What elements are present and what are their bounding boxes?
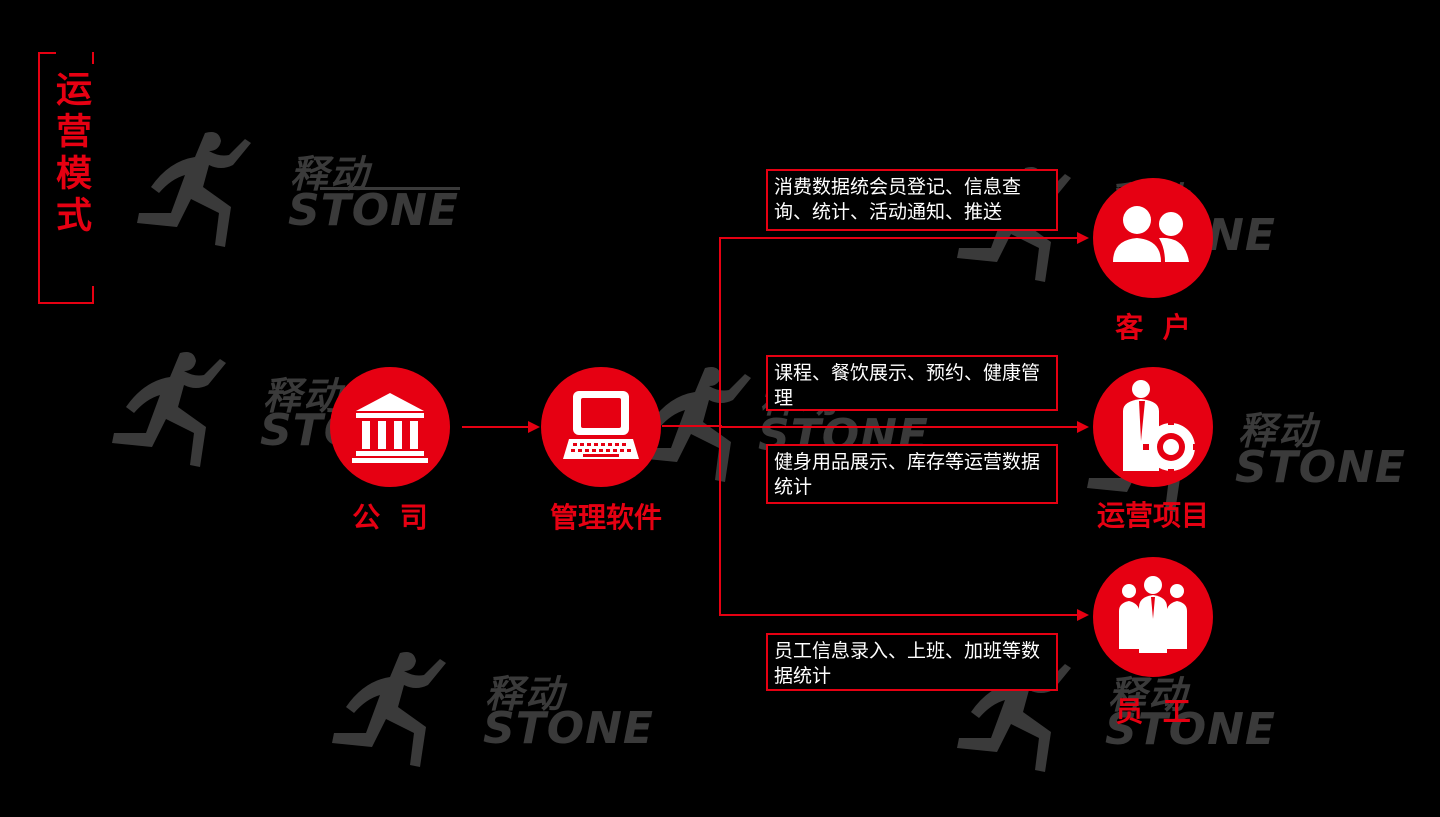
company-node bbox=[330, 367, 450, 487]
fitness-description-box: 健身用品展示、库存等运营数据统计 bbox=[766, 444, 1058, 504]
customer-node bbox=[1093, 178, 1213, 298]
watermark-cn: 释动 bbox=[1238, 409, 1319, 453]
watermark-cn: 释动 bbox=[485, 672, 566, 716]
watermark-en: STONE bbox=[288, 185, 459, 236]
course-description-box: 课程、餐饮展示、预约、健康管理 bbox=[766, 355, 1058, 411]
arrow-head bbox=[528, 421, 540, 433]
connector-to-customer bbox=[719, 237, 1079, 239]
staff-label: 员 工 bbox=[1115, 695, 1191, 728]
watermark-en: STONE bbox=[1105, 704, 1276, 755]
course-description: 课程、餐饮展示、预约、健康管理 bbox=[774, 362, 1041, 409]
software-node bbox=[541, 367, 661, 487]
customer-description: 消费数据统会员登记、信息查询、统计、活动通知、推送 bbox=[774, 176, 1022, 223]
computer-terminal-icon bbox=[563, 391, 639, 459]
arrow-head bbox=[1077, 421, 1089, 433]
watermark-cn: 释动 bbox=[263, 374, 344, 418]
customer-label: 客 户 bbox=[1115, 311, 1191, 344]
bank-icon bbox=[352, 393, 428, 463]
runner-icon bbox=[137, 132, 251, 247]
runner-icon bbox=[637, 367, 751, 482]
watermark-en: STONE bbox=[483, 703, 654, 754]
operations-node bbox=[1093, 367, 1213, 487]
connector-company-software bbox=[462, 426, 530, 428]
title-frame: 运营模式 bbox=[38, 52, 94, 304]
staff-description: 员工信息录入、上班、加班等数据统计 bbox=[774, 640, 1041, 687]
watermark-1: 释动 STONE bbox=[110, 125, 470, 255]
page-title: 运营模式 bbox=[50, 70, 91, 238]
staff-node bbox=[1093, 557, 1213, 677]
company-label: 公 司 bbox=[352, 501, 428, 534]
connector-to-operations bbox=[719, 426, 1079, 428]
connector-software-trunk bbox=[662, 425, 722, 427]
watermark-cn: 释动 bbox=[1108, 673, 1189, 717]
runner-icon bbox=[332, 652, 446, 767]
staff-description-box: 员工信息录入、上班、加班等数据统计 bbox=[766, 633, 1058, 691]
watermark-5: 释动 STONE bbox=[305, 645, 665, 775]
team-icon bbox=[1119, 576, 1187, 653]
watermark-en: STONE bbox=[1235, 442, 1406, 493]
arrow-head bbox=[1077, 232, 1089, 244]
software-label: 管理软件 bbox=[549, 501, 662, 534]
customer-description-box: 消费数据统会员登记、信息查询、统计、活动通知、推送 bbox=[766, 169, 1058, 231]
operations-label: 运营项目 bbox=[1096, 499, 1209, 532]
arrow-head bbox=[1077, 609, 1089, 621]
businessman-gear-icon bbox=[1123, 380, 1199, 475]
runner-icon bbox=[112, 352, 226, 467]
connector-to-staff bbox=[719, 614, 1079, 616]
users-icon bbox=[1113, 206, 1189, 262]
fitness-description: 健身用品展示、库存等运营数据统计 bbox=[774, 451, 1041, 498]
